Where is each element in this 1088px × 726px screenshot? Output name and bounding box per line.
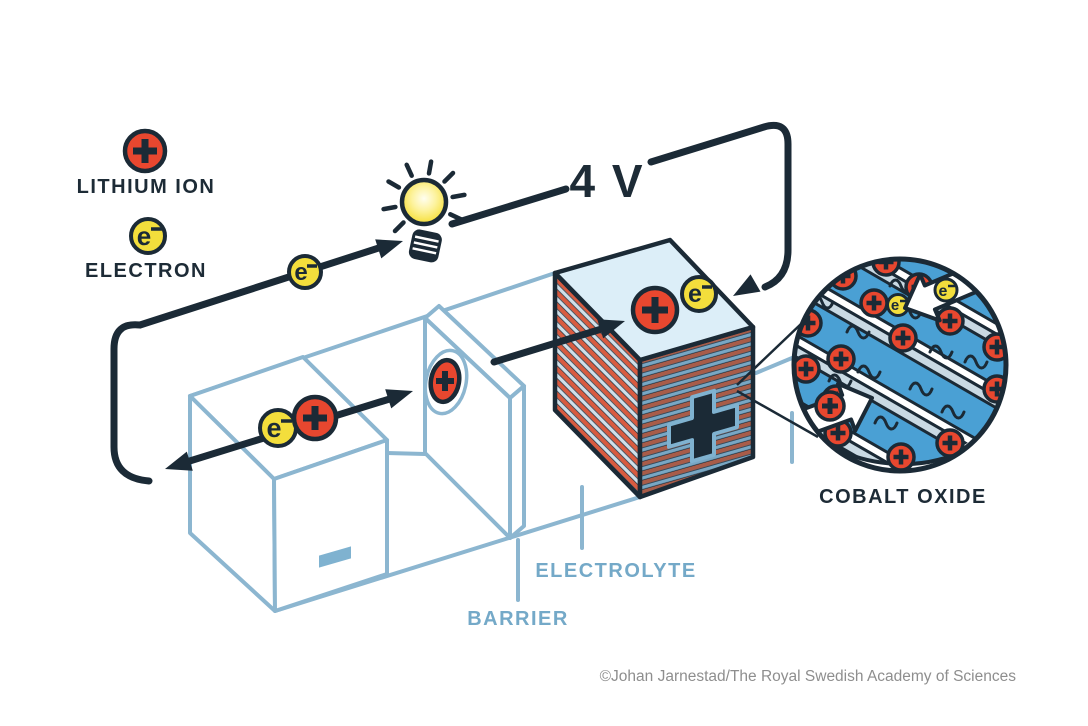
bulb-rays [381,159,467,234]
arrowhead-to-cobalt [597,319,625,339]
electrolyte-label: ELECTROLYTE [535,560,696,582]
negative-electrode-front-face [272,438,389,613]
electron-leaving-electrode: e [258,408,298,448]
container-right-rim [754,356,794,375]
bulb-base [408,229,442,263]
electron-icon: e [129,217,167,255]
lithium-ion-icon [828,346,854,372]
wire-right-of-bulb [448,185,570,228]
cobalt-oxide-label: COBALT OXIDE [819,486,987,508]
arrowhead-into-bulb [375,239,403,259]
electron-on-electrode: e [680,275,718,313]
lithium-ion-icon [861,290,887,316]
barrier-side-edge [508,384,526,540]
cobalt-oxide-lens: e e e [791,256,1009,474]
legend: LITHIUM ION e ELECTRON [77,128,216,282]
barrier-label: BARRIER [467,608,569,630]
lithium-ion-icon [890,325,916,351]
arrowhead-into-electrode [733,274,761,296]
bulb-glass [399,177,449,227]
lithium-ion-icon [888,444,914,470]
electron-symbol: e [939,283,948,300]
electron-symbol: e [891,297,899,314]
minus-sign [319,546,351,568]
electron-symbol: e [137,221,151,251]
cobalt-oxide-electrode [552,237,756,500]
voltage-label: 4 V [569,155,644,207]
arrowhead-to-circuit [165,451,193,471]
plus-sign [667,388,739,464]
wire-left-loop [110,241,392,485]
circuit-wire [110,121,792,485]
wire-right-loop [647,121,792,291]
lithium-ion-in-barrier [428,357,462,405]
lithium-ion-icon [122,128,168,174]
wire-arrowheads [375,239,761,296]
lens-arrow-ion [814,390,846,422]
container-floor-line [385,451,427,456]
arrowhead-to-barrier [385,389,413,409]
electron-label: ELECTRON [85,260,207,282]
credit-text: ©Johan Jarnestad/The Royal Swedish Acade… [600,668,1017,685]
barrier-panel [423,304,526,540]
lithium-ion-leaving-electrode [291,394,339,442]
electron-on-wire: e [287,254,323,290]
lens-rim [791,256,1009,474]
lithium-ion-label: LITHIUM ION [77,176,216,198]
negative-electrode [188,355,389,613]
electron-symbol: e [688,280,702,308]
lithium-ion-on-electrode [630,285,680,335]
electrolyte-waves [809,278,989,431]
barrier-arrow-shaft [490,323,612,366]
lens-callout-lines [736,323,819,439]
electron-symbol: e [294,259,307,286]
light-bulb-icon [381,159,467,263]
electron-symbol: e [266,413,281,443]
